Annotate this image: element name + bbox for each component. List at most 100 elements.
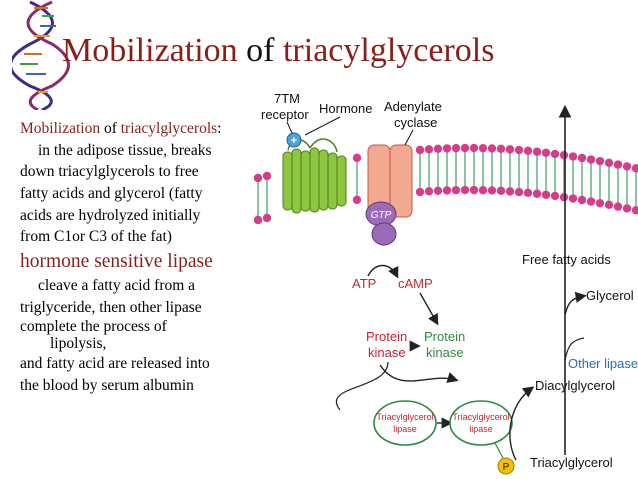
hormone-label: Hormone xyxy=(319,101,372,116)
lipid-head xyxy=(532,147,542,156)
adenylate-label-line-2: cyclase xyxy=(394,115,437,130)
body-line-6: from C1or C3 of the fat) xyxy=(20,228,172,246)
lipid-head xyxy=(595,198,605,208)
lipid-head xyxy=(451,185,461,195)
lipid-head xyxy=(469,185,479,195)
body-line-12: and fatty acid are released into xyxy=(20,354,210,372)
lipase-activation-arrow xyxy=(379,364,459,383)
phosphate-link xyxy=(494,442,504,459)
tl2-label-line-2: lipase xyxy=(469,424,493,434)
lipid-head xyxy=(622,204,632,213)
pk2-label-line-1: Protein xyxy=(424,329,465,344)
lipid-head xyxy=(352,153,362,163)
lipid-head xyxy=(460,185,470,195)
lipid-head xyxy=(442,144,452,153)
g-protein xyxy=(365,201,397,246)
atp-camp-arrow xyxy=(367,264,399,279)
phosphate-icon xyxy=(497,457,515,475)
lipid-head xyxy=(550,149,560,159)
adenylate-cyclase xyxy=(367,144,413,218)
lipid-head xyxy=(604,200,614,210)
body-line-1c: triacylglycerols xyxy=(120,120,218,137)
lipid-head xyxy=(433,144,443,154)
adenylate-pointer xyxy=(404,129,414,146)
body-line-10: complete the process of xyxy=(20,317,167,335)
lipid-head xyxy=(622,162,632,171)
lipid-head xyxy=(586,197,596,206)
tl2-label-line-1: Triacylglycerol xyxy=(452,412,509,422)
pk2-label-line-2: kinase xyxy=(426,345,464,360)
cell-membrane xyxy=(253,143,638,225)
lipid-head xyxy=(568,194,578,203)
camp-label: cAMP xyxy=(398,276,433,291)
dag-ffa-arrow xyxy=(564,337,585,361)
lipid-head xyxy=(613,160,623,169)
lipid-head xyxy=(595,156,605,166)
lipid-head xyxy=(415,145,425,155)
lipid-head xyxy=(550,191,560,201)
ffa-label: Free fatty acids xyxy=(522,252,611,267)
lipid-head xyxy=(415,187,425,197)
lipid-head xyxy=(478,185,488,195)
title-part-3: triacylglycerols xyxy=(282,32,495,69)
lipid-head xyxy=(460,143,470,153)
lipid-head xyxy=(469,143,479,153)
body-line-7: hormone sensitive lipase xyxy=(20,251,213,273)
lipid-head xyxy=(253,173,263,183)
lipid-head xyxy=(586,155,596,164)
lipid-head xyxy=(523,146,533,156)
lipid-head xyxy=(514,187,524,197)
glycerol-arrow xyxy=(564,291,587,316)
receptor-label-line-1: 7TM xyxy=(274,91,300,106)
lipid-head xyxy=(451,143,461,153)
hormone-pointer xyxy=(304,116,341,136)
body-line-1a: Mobilization xyxy=(20,120,101,137)
lipid-head xyxy=(505,145,515,154)
lipid-head xyxy=(352,195,362,205)
lipid-head xyxy=(541,190,551,199)
lipid-head xyxy=(424,145,434,154)
body-text: Mobilization of triacylglycerols: in the… xyxy=(20,118,260,396)
lipid-head xyxy=(631,206,638,215)
tl-lipase-inactive xyxy=(373,400,437,446)
lipid-head xyxy=(631,164,638,173)
lipid-head xyxy=(532,189,542,198)
tag-to-dag-arrow xyxy=(509,386,535,461)
hormone-plus-label: + xyxy=(291,135,297,147)
lipid-head xyxy=(604,158,614,168)
other-lipases-label: Other lipases xyxy=(568,356,638,371)
body-line-1: Mobilization of triacylglycerols: xyxy=(20,118,260,140)
lipid-head xyxy=(568,152,578,161)
phosphate-label: P xyxy=(503,462,510,473)
lipid-head xyxy=(487,186,497,195)
lipid-head xyxy=(262,213,272,223)
hormone-plus-icon xyxy=(286,132,302,148)
lipid-head xyxy=(613,202,623,211)
lipid-head xyxy=(505,187,515,196)
body-line-1d: : xyxy=(217,120,222,137)
lipid-head xyxy=(577,195,587,205)
page-title: Mobilization of triacylglycerols xyxy=(62,32,494,70)
pk-to-lipase-arrow xyxy=(336,361,389,411)
body-line-8: cleave a fatty acid from a xyxy=(38,277,196,295)
tl-lipase-active xyxy=(449,400,513,446)
dag-label: Diacylglycerol xyxy=(535,378,615,393)
lipid-head xyxy=(559,192,569,202)
body-line-1b: of xyxy=(103,120,117,137)
tag-label: Triacylglycerol xyxy=(530,455,613,470)
lipid-head xyxy=(514,145,524,155)
lipid-head xyxy=(253,215,263,225)
receptor-pointer xyxy=(286,121,293,134)
lipid-head xyxy=(523,188,533,198)
body-line-9: triglyceride, then other lipase xyxy=(20,299,202,317)
title-part-2: of xyxy=(246,32,275,69)
receptor-7tm xyxy=(282,138,347,214)
tl1-label-line-2: lipase xyxy=(393,424,417,434)
lipid-head xyxy=(559,150,569,160)
pk1-label-line-1: Protein xyxy=(366,329,407,344)
lipid-head xyxy=(433,186,443,196)
body-line-5: acids are hydrolyzed initially xyxy=(20,206,201,224)
dna-helix-image xyxy=(12,0,70,110)
lipid-head xyxy=(442,186,452,195)
